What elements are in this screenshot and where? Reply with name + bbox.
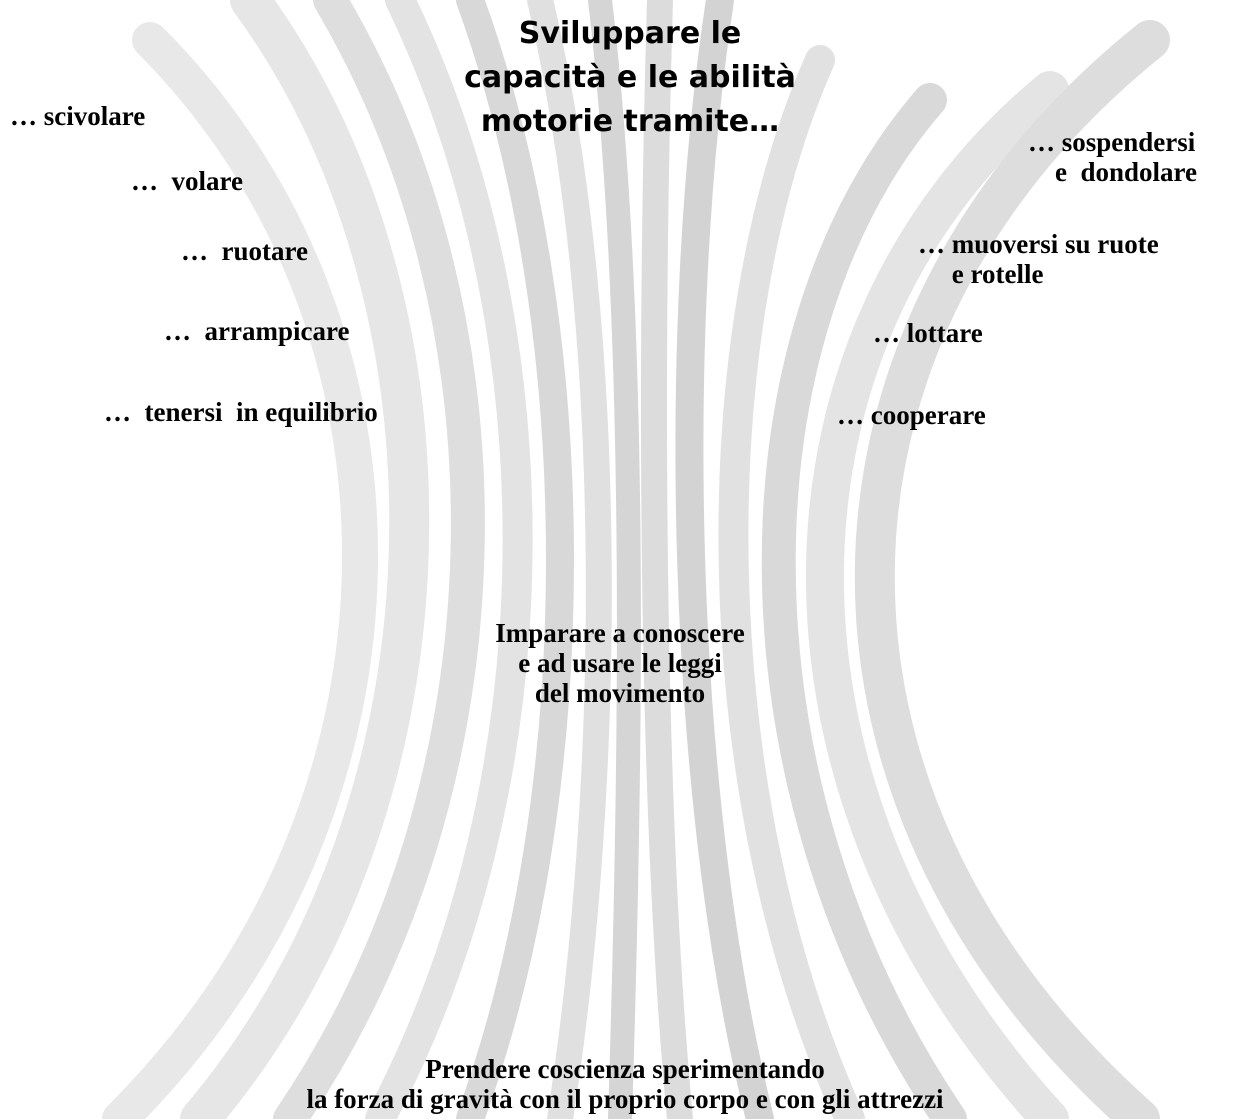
center-caption: Imparare a conoscere e ad usare le leggi… <box>495 618 745 708</box>
left-item-ruotare: … ruotare <box>181 236 308 266</box>
left-item-scivolare: … scivolare <box>10 101 146 131</box>
left-item-arrampicare: … arrampicare <box>164 316 350 346</box>
right-item-lottare: … lottare <box>873 318 983 348</box>
right-item-ruote: … muoversi su ruote e rotelle <box>918 229 1159 289</box>
right-item-cooperare: … cooperare <box>837 400 986 430</box>
left-item-volare: … volare <box>131 166 243 196</box>
page-title: Sviluppare le capacità e le abilità moto… <box>464 16 796 139</box>
right-item-sospendersi: … sospendersi e dondolare <box>1028 127 1198 187</box>
left-item-equilibrio: … tenersi in equilibrio <box>104 397 378 427</box>
bottom-caption: Prendere coscienza sperimentando la forz… <box>306 1054 944 1114</box>
